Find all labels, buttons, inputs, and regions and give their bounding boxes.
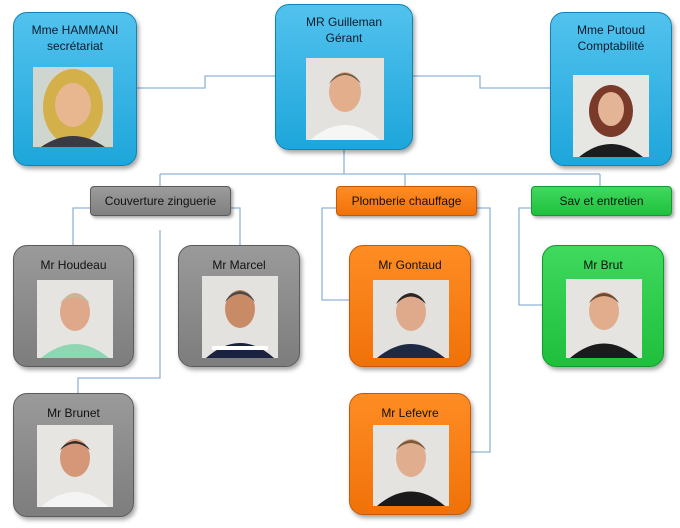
card-brut: Mr Brut [542,245,664,367]
portrait-putoud [573,75,649,157]
person-name: Mme Putoud [576,23,646,37]
person-name: Mr Houdeau [40,258,107,272]
person-icon [33,67,113,147]
person-icon [373,280,449,358]
portrait-brunet [37,425,113,507]
card-brunet: Mr Brunet [13,393,134,517]
portrait-brut [566,279,642,358]
card-gontaud: Mr Gontaud [349,245,471,367]
person-name: Mr Lefevre [381,406,439,420]
person-name: Mr Brut [583,258,623,272]
portrait-marcel [202,276,278,358]
dept-plomberie-chauffage: Plomberie chauffage [336,186,477,216]
person-icon [373,425,449,506]
portrait-hammani [33,67,113,147]
card-putoud: Mme Putoud Comptabilité [550,12,672,166]
card-marcel: Mr Marcel [178,245,300,367]
portrait-guilleman [306,58,384,140]
person-name: Mr Gontaud [378,258,442,272]
person-icon [37,280,113,358]
person-name: Mr Marcel [212,258,266,272]
dept-couverture-zinguerie: Couverture zinguerie [90,186,231,216]
card-houdeau: Mr Houdeau [13,245,134,367]
card-lefevre: Mr Lefevre [349,393,471,515]
person-name: MR Guilleman [305,15,383,29]
person-icon [306,58,384,140]
person-name: Mr Brunet [47,406,100,420]
dept-sav-entretien: Sav et entretien [531,186,672,216]
person-icon [566,279,642,358]
card-guilleman: MR Guilleman Gérant [275,4,413,150]
person-icon [573,75,649,157]
card-hammani: Mme HAMMANI secrétariat [13,12,137,166]
person-role: secrétariat [46,39,104,53]
person-name: Mme HAMMANI [31,23,119,37]
person-icon [37,425,113,507]
person-icon [202,276,278,358]
portrait-gontaud [373,280,449,358]
portrait-houdeau [37,280,113,358]
person-role: Comptabilité [577,39,645,53]
portrait-lefevre [373,425,449,506]
person-role: Gérant [325,31,363,45]
